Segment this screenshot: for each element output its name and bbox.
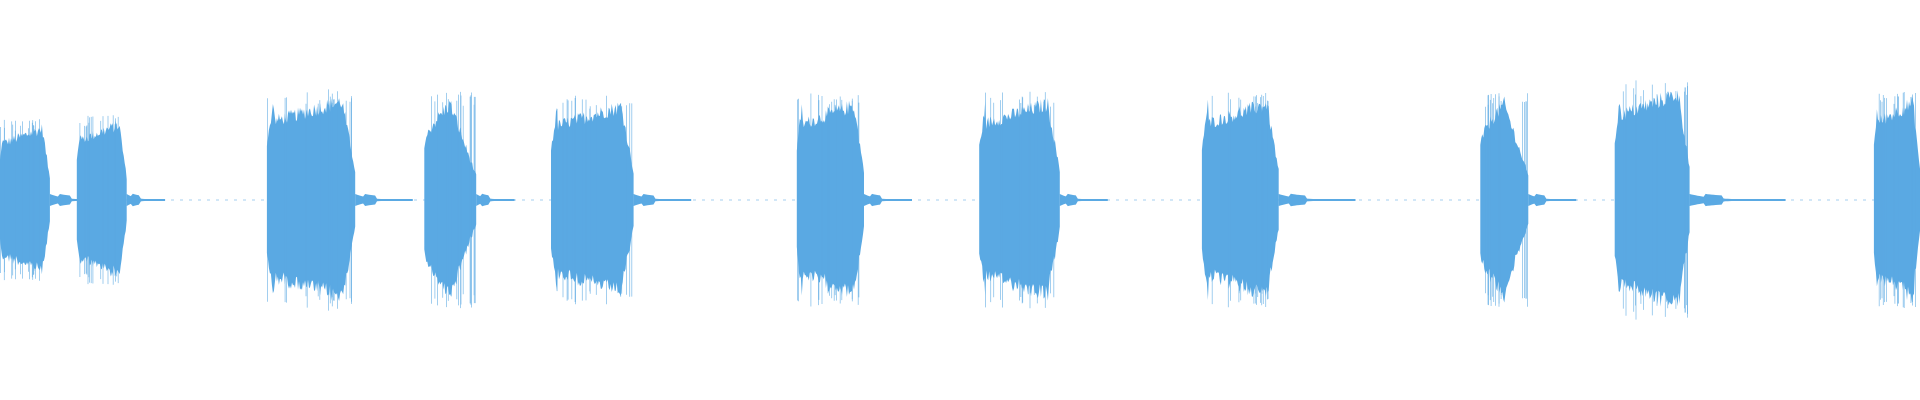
waveform-burst-tail <box>355 194 413 206</box>
waveform-burst-body <box>796 100 864 297</box>
waveform-burst-tail <box>633 194 692 206</box>
waveform-burst-tail <box>476 193 515 207</box>
waveform-burst-tail <box>1689 193 1786 207</box>
waveform-burst <box>796 93 912 307</box>
waveform-burst <box>0 119 108 281</box>
waveform-burst <box>1873 92 1920 308</box>
waveform-burst-tail <box>1278 193 1356 207</box>
waveform-burst-body <box>1873 96 1920 303</box>
waveform-burst-body <box>0 124 50 275</box>
waveform-burst-tail <box>1528 193 1577 207</box>
waveform-burst-body <box>1480 96 1529 303</box>
waveform-burst-tail <box>126 193 166 207</box>
waveform-burst <box>1480 93 1577 307</box>
waveform-burst-body <box>266 98 356 301</box>
waveform-burst <box>266 89 413 311</box>
waveform-burst <box>551 95 692 305</box>
waveform-burst <box>424 91 515 309</box>
waveform-burst <box>1614 80 1786 320</box>
waveform-burst-body <box>424 100 477 297</box>
waveform-burst <box>1201 92 1356 308</box>
waveform-burst-tail <box>864 193 912 207</box>
waveform-burst <box>76 115 166 285</box>
waveform-burst-tail <box>1059 193 1108 207</box>
waveform-burst <box>979 91 1108 309</box>
